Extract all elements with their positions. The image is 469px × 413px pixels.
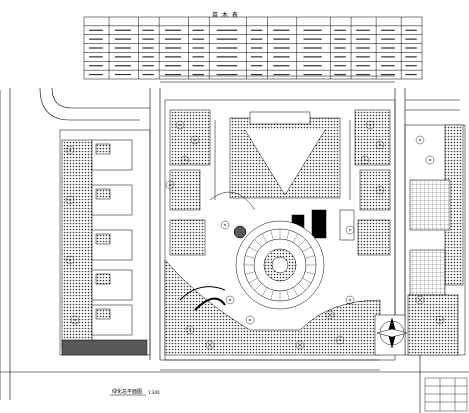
basketball-court	[409, 249, 446, 296]
title-block	[424, 377, 468, 412]
right-residential-block	[404, 124, 466, 356]
legend-title: 苗 木 表	[212, 12, 239, 19]
tree-symbols	[65, 120, 445, 350]
legend-table	[83, 16, 423, 80]
drawing-caption: 绿化总平面图	[112, 389, 143, 395]
central-complex	[164, 99, 396, 361]
north-arrow-icon	[376, 317, 408, 349]
left-residential-block	[59, 129, 151, 356]
drawing-scale: 1:300	[148, 390, 160, 395]
tennis-court	[409, 179, 451, 231]
